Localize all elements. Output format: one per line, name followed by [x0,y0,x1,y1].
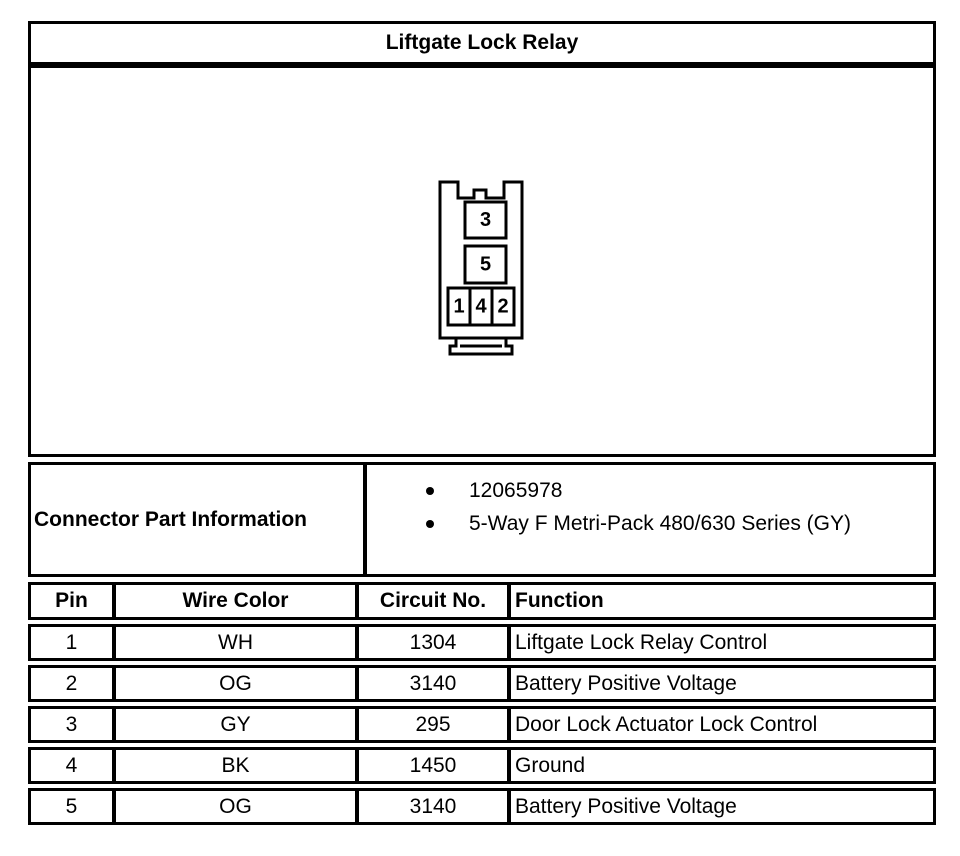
connector-diagram-panel: 3 5 1 4 2 [28,65,936,457]
part-info-row: Connector Part Information 12065978 5-Wa… [28,462,936,577]
header-function: Function [515,589,604,612]
circuit-cell: 1450 [359,750,511,781]
wire-color-cell: WH [116,627,359,658]
part-info-label-cell: Connector Part Information [31,465,367,574]
pin-cell: 2 [31,668,116,699]
part-series-item: 5-Way F Metri-Pack 480/630 Series (GY) [367,507,933,540]
connector-face-drawing: 3 5 1 4 2 [438,180,524,356]
table-row: 1 WH 1304 Liftgate Lock Relay Control [28,624,936,661]
wire-color-cell: BK [116,750,359,781]
cavity-3-box [463,200,508,240]
pin-cell: 1 [31,627,116,658]
cavity-label-1: 1 [453,296,464,318]
pin-table-header-row: Pin Wire Color Circuit No. Function [28,582,936,620]
connector-spec-sheet: Liftgate Lock Relay 3 5 1 4 2 Connector … [28,21,936,825]
bullet-icon [426,486,434,495]
function-cell: Ground [515,753,586,777]
cavity-label-3: 3 [480,209,491,231]
part-number-item: 12065978 [367,474,933,507]
bullet-icon [426,519,434,528]
circuit-cell: 3140 [359,791,511,822]
cavity-bottom-row-box [446,286,516,327]
part-info-label: Connector Part Information [34,507,308,531]
table-row: 5 OG 3140 Battery Positive Voltage [28,788,936,825]
part-series: 5-Way F Metri-Pack 480/630 Series (GY) [469,511,851,535]
page-title: Liftgate Lock Relay [385,31,579,54]
cavity-label-5: 5 [480,254,491,276]
circuit-cell: 295 [359,709,511,740]
connector-latch-outline [448,338,514,356]
circuit-cell: 3140 [359,668,511,699]
part-info-values-cell: 12065978 5-Way F Metri-Pack 480/630 Seri… [367,465,933,574]
header-wire-color: Wire Color [116,585,359,617]
cavity-5-box [463,244,508,285]
cavity-label-4: 4 [475,296,487,318]
function-cell: Battery Positive Voltage [515,671,737,695]
wire-color-cell: GY [116,709,359,740]
part-number: 12065978 [469,478,563,502]
pin-cell: 3 [31,709,116,740]
table-row: 2 OG 3140 Battery Positive Voltage [28,665,936,702]
header-circuit-no: Circuit No. [359,585,511,617]
wire-color-cell: OG [116,791,359,822]
pin-cell: 4 [31,750,116,781]
function-cell: Liftgate Lock Relay Control [515,630,768,654]
cavity-label-2: 2 [497,296,508,318]
wire-color-cell: OG [116,668,359,699]
title-bar: Liftgate Lock Relay [28,21,936,65]
header-pin: Pin [31,585,116,617]
function-cell: Battery Positive Voltage [515,794,737,818]
pin-cell: 5 [31,791,116,822]
function-cell: Door Lock Actuator Lock Control [515,712,818,736]
circuit-cell: 1304 [359,627,511,658]
table-row: 3 GY 295 Door Lock Actuator Lock Control [28,706,936,743]
table-row: 4 BK 1450 Ground [28,747,936,784]
